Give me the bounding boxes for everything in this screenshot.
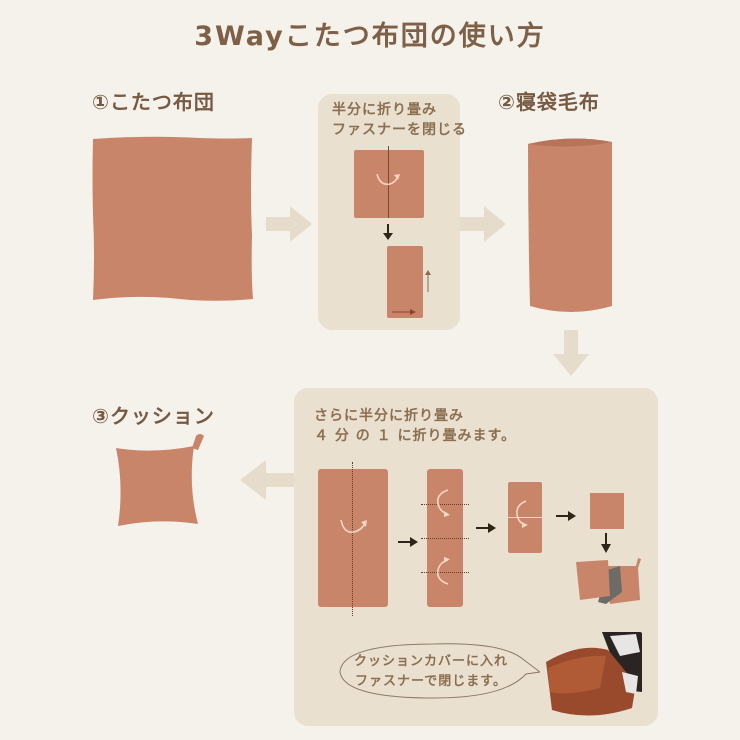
fold-curve-icon <box>374 172 402 192</box>
fold-curve-icon <box>434 556 452 590</box>
half-folded-illustration <box>387 246 423 318</box>
fold-line <box>508 517 542 518</box>
small-arrow-icon <box>398 532 418 551</box>
fold-curve-icon <box>434 488 452 522</box>
folded-square-illustration <box>590 493 624 529</box>
fold-zip-panel: 半分に折り畳み ファスナーを閉じる <box>318 94 466 330</box>
step-3-number: ③ <box>92 404 110 428</box>
zip-direction-arrow-icon <box>392 300 416 319</box>
small-down-arrow-icon <box>601 533 611 557</box>
fold-quarter-instruction: さらに半分に折り畳み ４ 分 の １ に折り畳みます。 <box>314 408 517 444</box>
right-arrow-icon <box>266 206 312 242</box>
sleeping-bag-illustration <box>526 136 616 320</box>
fold-curve-icon <box>338 518 370 542</box>
page-title: 3Wayこたつ布団の使い方 <box>194 21 546 52</box>
fold-line <box>421 572 469 573</box>
step-1-label: ①こたつ布団 <box>92 86 215 115</box>
step-3-text: クッション <box>109 404 215 428</box>
fold-line <box>421 504 469 505</box>
cushion-illustration <box>114 432 206 532</box>
kotatsu-futon-illustration <box>90 135 255 307</box>
fold-line <box>421 538 469 539</box>
step-1-text: こたつ布団 <box>109 90 215 114</box>
step-2-number: ② <box>498 90 516 114</box>
insert-into-cover-illustration <box>574 556 644 612</box>
small-arrow-icon <box>556 506 576 525</box>
fold-zip-instruction: 半分に折り畳み ファスナーを閉じる <box>332 102 467 138</box>
full-rectangle-illustration <box>318 469 388 607</box>
cushion-cover-photo <box>540 632 642 722</box>
zip-up-arrow-icon <box>425 270 431 296</box>
step-2-label: ②寝袋毛布 <box>498 86 600 115</box>
speech-bubble <box>334 638 544 706</box>
down-arrow-icon <box>382 224 394 244</box>
down-arrow-icon <box>553 330 589 376</box>
step-3-label: ③クッション <box>92 400 215 429</box>
fold-curve-icon <box>514 499 530 533</box>
fold-line <box>388 146 389 218</box>
fold-quarter-panel: さらに半分に折り畳み ４ 分 の １ に折り畳みます。 <box>294 388 658 726</box>
fold-line <box>352 462 353 616</box>
bubble-text: クッションカバーに入れ ファスナーで閉じます。 <box>353 654 508 689</box>
left-arrow-icon <box>240 460 296 500</box>
small-arrow-icon <box>476 518 496 537</box>
step-1-number: ① <box>92 90 110 114</box>
step-2-text: 寝袋毛布 <box>515 90 600 114</box>
right-arrow-icon <box>460 206 506 242</box>
